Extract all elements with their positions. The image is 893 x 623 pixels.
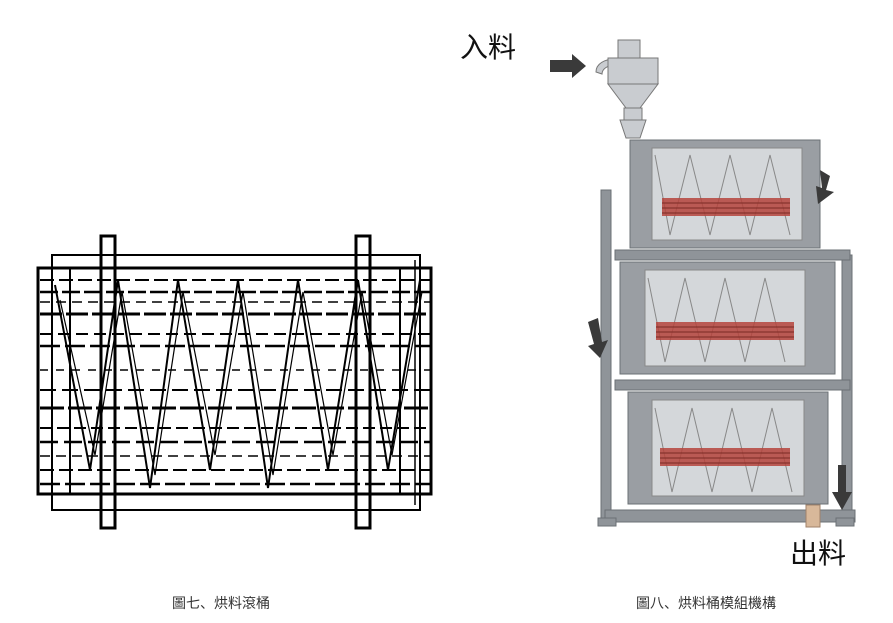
input-label: 入料: [460, 31, 517, 64]
input-arrow-icon: [550, 54, 586, 78]
output-chute: [805, 504, 821, 528]
drum-spiral-flight: [54, 279, 421, 489]
figure8-caption: 圖八、烘料桶模組機構: [636, 596, 776, 612]
drum-tier-1: [629, 139, 821, 249]
feed-hopper: [595, 39, 659, 139]
output-arrow-icon: [832, 465, 852, 510]
machine-frame: [597, 189, 856, 527]
figure7-caption: 圖七、烘料滾桶: [172, 596, 270, 612]
flow-arrows: [550, 54, 852, 510]
drum-inner-shell: [51, 254, 421, 511]
drum-outer-shell: [36, 266, 433, 496]
drum-tier-3: [627, 391, 829, 505]
transfer-arrow-icon-2: [588, 318, 608, 358]
drum-right-ring: [354, 234, 372, 530]
transfer-arrow-icon-1: [816, 170, 834, 204]
drum-tier-2: [619, 261, 836, 375]
drying-drum-drawing: [36, 234, 433, 530]
drum-left-ring: [99, 234, 117, 530]
output-label: 出料: [790, 537, 847, 570]
